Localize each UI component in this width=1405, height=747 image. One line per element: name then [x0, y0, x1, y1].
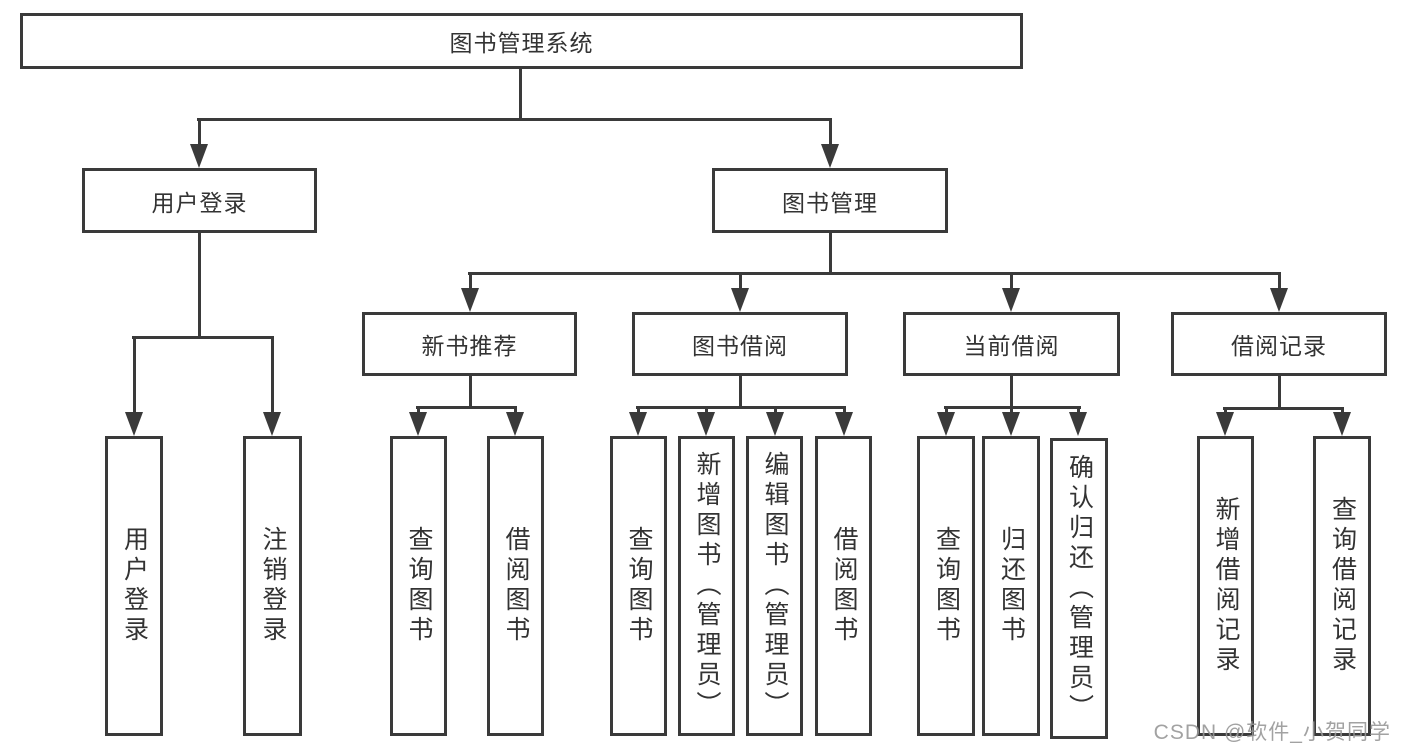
node-label: 当前借阅 [963, 333, 1060, 359]
leaf-query-borrowing-record: 查询借阅记录 [1313, 436, 1371, 736]
connector-line [416, 406, 517, 409]
connector-line [1223, 407, 1344, 410]
leaf-label: 新增图书（管理员） [693, 451, 721, 721]
connector-line [197, 118, 832, 121]
node-label: 图书借阅 [692, 333, 788, 359]
leaf-borrow-books-recommend: 借阅图书 [487, 436, 544, 736]
arrow-down-icon [125, 412, 143, 436]
connector-line [198, 233, 201, 339]
leaf-add-books-admin: 新增图书（管理员） [678, 436, 735, 736]
node-label: 图书管理 [782, 189, 878, 216]
leaf-label: 归还图书 [997, 526, 1026, 646]
arrow-down-icon [937, 412, 955, 436]
arrow-down-icon [1002, 412, 1020, 436]
leaf-label: 用户登录 [120, 526, 149, 646]
leaf-user-login: 用户登录 [105, 436, 163, 736]
leaf-query-books-borrowing: 查询图书 [610, 436, 667, 736]
connector-line [271, 339, 274, 415]
leaf-label: 查询图书 [625, 526, 653, 646]
arrow-down-icon [461, 288, 479, 312]
connector-line [1278, 376, 1281, 409]
arrow-down-icon [263, 412, 281, 436]
leaf-label: 查询图书 [932, 526, 961, 646]
leaf-add-borrowing-record: 新增借阅记录 [1197, 436, 1254, 736]
arrow-down-icon [766, 412, 784, 436]
connector-line [1010, 274, 1013, 290]
arrow-down-icon [731, 288, 749, 312]
connector-line [739, 274, 742, 290]
arrow-down-icon [506, 412, 524, 436]
arrow-down-icon [697, 412, 715, 436]
watermark: CSDN @软件_小贺同学 [1153, 721, 1391, 744]
connector-line [829, 120, 832, 146]
arrow-down-icon [629, 412, 647, 436]
connector-line [198, 120, 201, 146]
arrow-down-icon [1270, 288, 1288, 312]
leaf-logout: 注销登录 [243, 436, 302, 736]
connector-line [132, 336, 274, 339]
connector-line [636, 406, 846, 409]
arrow-down-icon [1002, 288, 1020, 312]
leaf-label: 注销登录 [259, 526, 287, 646]
leaf-edit-books-admin: 编辑图书（管理员） [746, 436, 803, 736]
connector-line [469, 274, 472, 290]
leaf-label: 查询图书 [405, 526, 433, 646]
leaf-label: 查询借阅记录 [1328, 496, 1357, 676]
leaf-query-books-current: 查询图书 [917, 436, 975, 736]
arrow-down-icon [835, 412, 853, 436]
connector-line [1278, 274, 1281, 290]
node-label: 新书推荐 [421, 333, 518, 359]
arrow-down-icon [1333, 412, 1351, 436]
connector-line [829, 233, 832, 274]
node-label: 用户登录 [151, 189, 248, 216]
node-current-borrowing: 当前借阅 [903, 312, 1120, 376]
connector-line [519, 69, 522, 120]
connector-line [1010, 376, 1013, 408]
leaf-label: 新增借阅记录 [1212, 496, 1240, 676]
node-book-management: 图书管理 [712, 168, 948, 233]
leaf-label: 确认归还（管理员） [1065, 453, 1094, 724]
connector-line [468, 272, 1281, 275]
connector-line [739, 376, 742, 408]
node-borrowing-records: 借阅记录 [1171, 312, 1387, 376]
node-book-borrowing: 图书借阅 [632, 312, 848, 376]
arrow-down-icon [409, 412, 427, 436]
leaf-label: 借阅图书 [830, 526, 858, 646]
connector-line [469, 376, 472, 408]
arrow-down-icon [821, 144, 839, 168]
arrow-down-icon [190, 144, 208, 168]
leaf-return-books: 归还图书 [982, 436, 1040, 736]
node-library-management-system: 图书管理系统 [20, 13, 1023, 69]
leaf-query-books-recommend: 查询图书 [390, 436, 447, 736]
leaf-borrow-books-borrowing: 借阅图书 [815, 436, 872, 736]
leaf-label: 借阅图书 [502, 526, 530, 646]
arrow-down-icon [1069, 412, 1087, 436]
node-label: 图书管理系统 [449, 30, 594, 56]
connector-line [133, 339, 136, 415]
connector-line [944, 406, 1081, 409]
node-label: 借阅记录 [1231, 333, 1327, 359]
node-user-login: 用户登录 [82, 168, 317, 233]
leaf-label: 编辑图书（管理员） [761, 451, 789, 721]
arrow-down-icon [1216, 412, 1234, 436]
leaf-confirm-return-admin: 确认归还（管理员） [1050, 438, 1108, 739]
node-new-book-recommendation: 新书推荐 [362, 312, 577, 376]
